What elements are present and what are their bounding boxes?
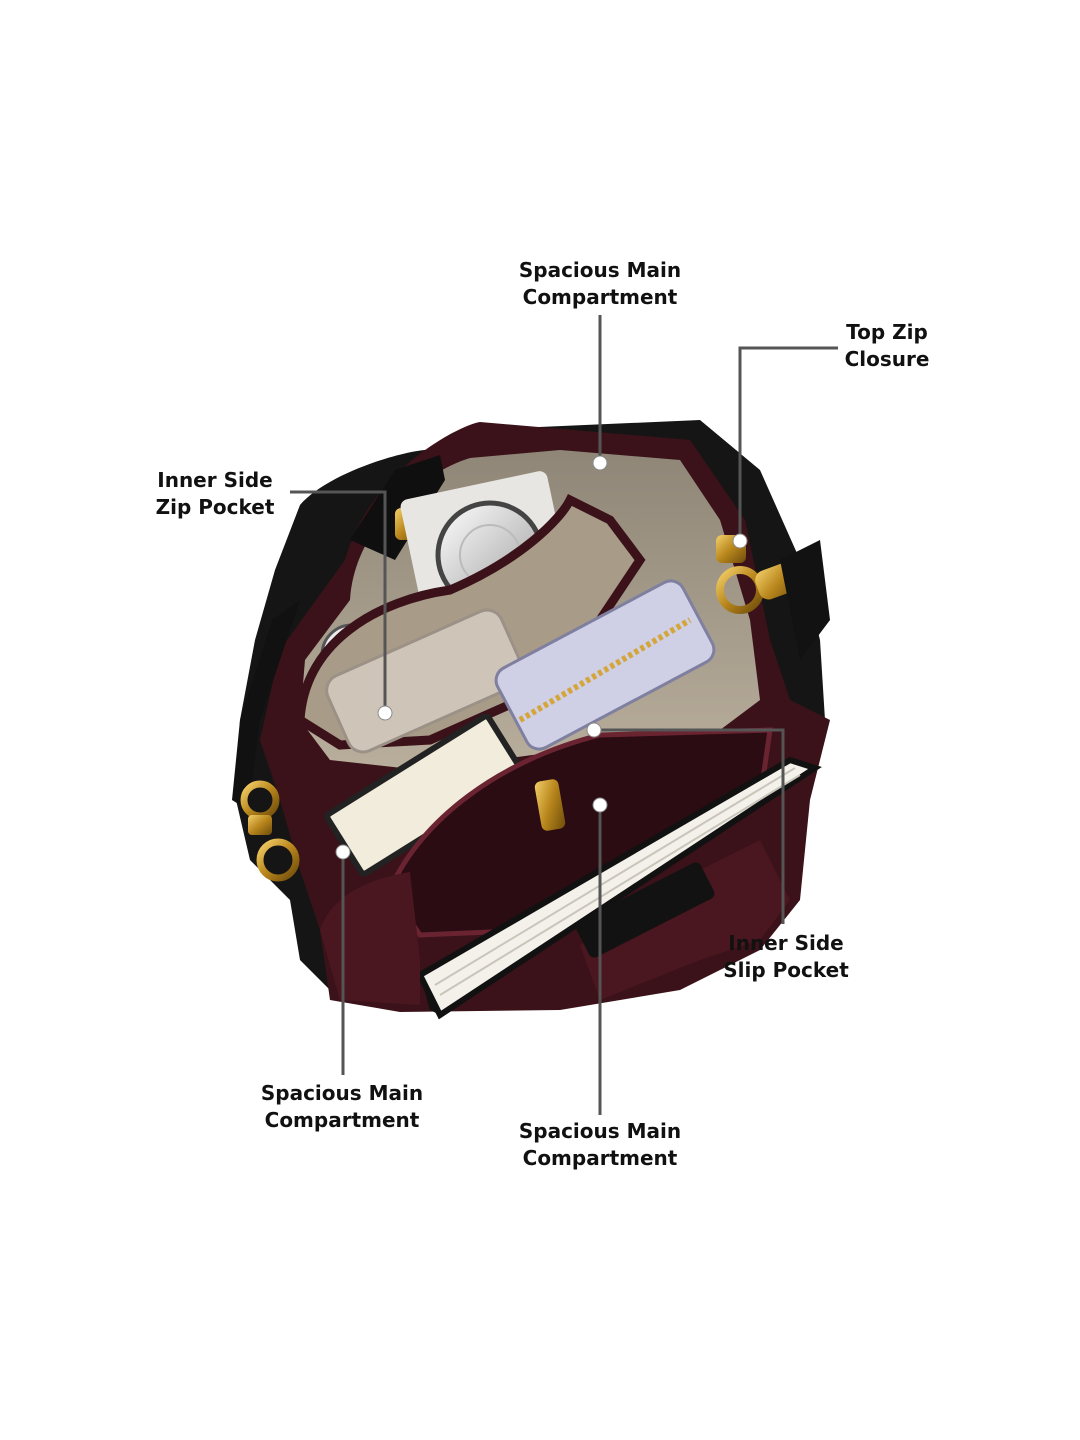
zip-wallet [494, 579, 716, 751]
left-strap-hardware [240, 780, 300, 882]
phone [325, 608, 525, 754]
right-strap-hardware [716, 535, 830, 660]
marker-main-bottom-center [592, 797, 608, 813]
callout-line-1: Spacious Main [518, 1119, 682, 1143]
marker-top-zip [732, 533, 748, 549]
callout-line-2: Compartment [264, 1108, 420, 1132]
callout-line-2: Compartment [522, 285, 678, 309]
leader-inner-slip [594, 728, 785, 924]
callout-line-2: Slip Pocket [723, 958, 849, 982]
bag-front-panel-right [580, 840, 790, 1000]
leader-lines [290, 315, 838, 1115]
callout-line-1: Spacious Main [518, 258, 682, 282]
marker-main-bottom-left [335, 844, 351, 860]
marker-inner-slip [586, 722, 602, 738]
bag-front-wall [320, 872, 420, 1005]
callout-main-compartment-top: Spacious Main Compartment [498, 257, 702, 311]
callout-line-2: Closure [844, 347, 930, 371]
marker-dots [335, 455, 748, 860]
callout-inner-side-zip-pocket: Inner Side Zip Pocket [148, 467, 282, 521]
lower-pocket-zip-puller [534, 779, 566, 831]
handbag [232, 420, 830, 1020]
marker-main-top [592, 455, 608, 471]
callout-line-1: Spacious Main [260, 1081, 424, 1105]
callout-inner-side-slip-pocket: Inner Side Slip Pocket [716, 930, 856, 984]
callout-main-compartment-bottom-left: Spacious Main Compartment [240, 1080, 444, 1134]
side-flap [350, 455, 445, 560]
callout-main-compartment-bottom-center: Spacious Main Compartment [498, 1118, 702, 1172]
callout-line-2: Compartment [522, 1146, 678, 1170]
marker-inner-zip [377, 705, 393, 721]
callout-line-1: Inner Side [728, 931, 844, 955]
shoulder-strap [232, 600, 300, 810]
callout-top-zip-closure: Top Zip Closure [830, 319, 944, 373]
front-strap-tab [575, 862, 715, 958]
leader-inner-zip [290, 490, 387, 712]
leader-top-zip [738, 346, 838, 540]
book [416, 756, 822, 1020]
callout-line-2: Zip Pocket [155, 495, 275, 519]
callout-line-1: Inner Side [157, 468, 273, 492]
callout-line-1: Top Zip [846, 320, 928, 344]
